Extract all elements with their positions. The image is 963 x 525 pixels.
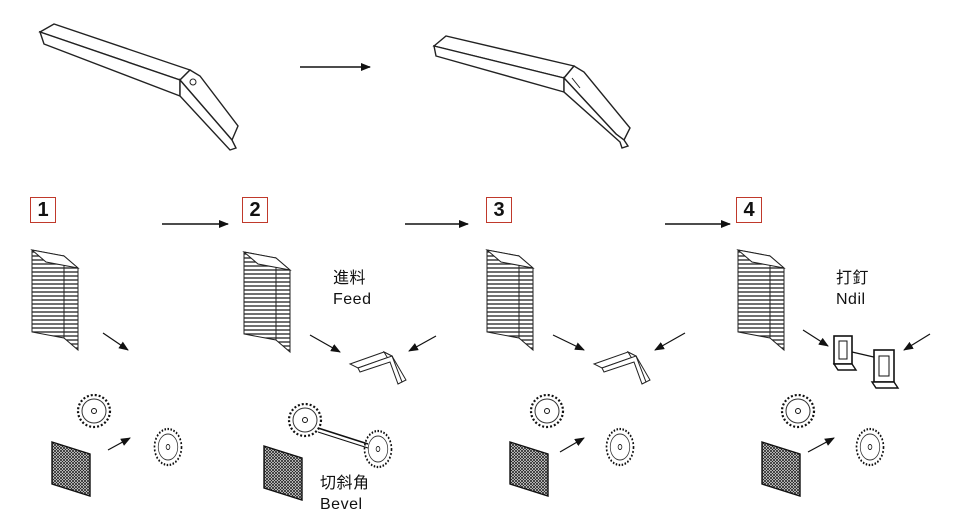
feed-arrow (309, 334, 341, 353)
material-stack (31, 249, 79, 351)
feed-arrow (552, 334, 585, 351)
step-4-panel (737, 249, 931, 497)
step-1-panel (31, 249, 183, 497)
bevel-link (317, 431, 369, 449)
feed-arrow (408, 335, 437, 352)
feed-caption-en: Feed (333, 291, 372, 308)
step-number-1: 1 (30, 197, 56, 223)
mesh-panel (509, 441, 549, 497)
material-stack (737, 249, 785, 351)
material-stack (486, 249, 534, 351)
saw-blade (529, 393, 565, 429)
workpiece (349, 351, 407, 385)
bevel-link (317, 427, 369, 445)
step-3-panel (486, 249, 686, 497)
workpiece (593, 351, 651, 385)
raw-frame-part (38, 23, 239, 151)
mesh-panel (761, 441, 801, 497)
saw-blade (76, 393, 112, 429)
feed-arrow (102, 332, 129, 351)
saw-blade (855, 427, 885, 467)
saw-blade (363, 429, 393, 469)
bevel-caption-en: Bevel (320, 496, 363, 513)
bevel-caption-zh: 切斜角 (320, 475, 370, 492)
nail-caption-en: Ndil (836, 291, 866, 308)
mesh-panel (51, 441, 91, 497)
bevel-caption: 切斜角 Bevel (320, 473, 370, 515)
mesh-panel (263, 445, 303, 501)
cut-arrow (107, 437, 131, 451)
step-number-3: 3 (486, 197, 512, 223)
cut-arrow (807, 437, 835, 453)
feed-caption: 進料 Feed (333, 268, 371, 310)
feed-arrow (654, 332, 686, 351)
saw-blade (287, 402, 323, 438)
saw-blade (780, 393, 816, 429)
feed-arrow (903, 333, 931, 351)
material-stack (243, 251, 291, 353)
nail-caption-zh: 打釘 (836, 270, 870, 287)
step-number-2: 2 (242, 197, 268, 223)
saw-blade (605, 427, 635, 467)
saw-blade (153, 427, 183, 467)
nail-caption: 打釘 Ndil (836, 268, 869, 310)
step-2-panel (243, 251, 437, 501)
feed-caption-zh: 進料 (333, 270, 367, 287)
step-number-4: 4 (736, 197, 762, 223)
feed-arrow (802, 329, 829, 347)
finished-frame-part (433, 35, 631, 149)
cut-arrow (559, 437, 585, 453)
nailing-fixture (833, 335, 899, 389)
